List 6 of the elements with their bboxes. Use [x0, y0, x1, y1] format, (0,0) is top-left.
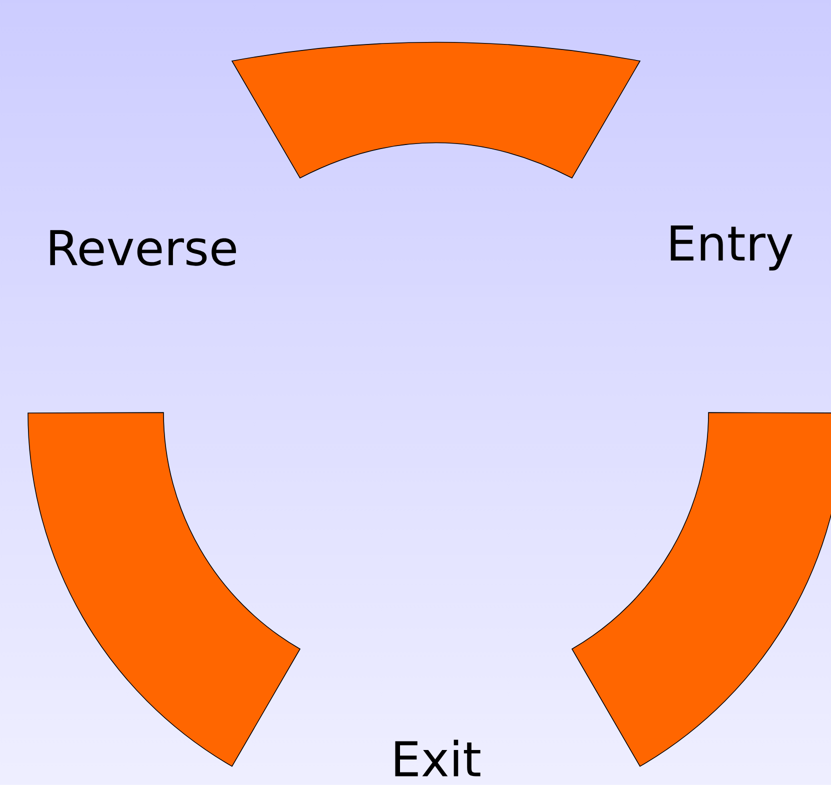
- arc-segment: [572, 412, 831, 767]
- phase-label: Exit: [395, 740, 480, 776]
- phase-label: Entry: [670, 226, 792, 270]
- phase-label: Reverse: [50, 230, 236, 266]
- arc-segment: [28, 412, 300, 767]
- arc-segment: [232, 42, 640, 178]
